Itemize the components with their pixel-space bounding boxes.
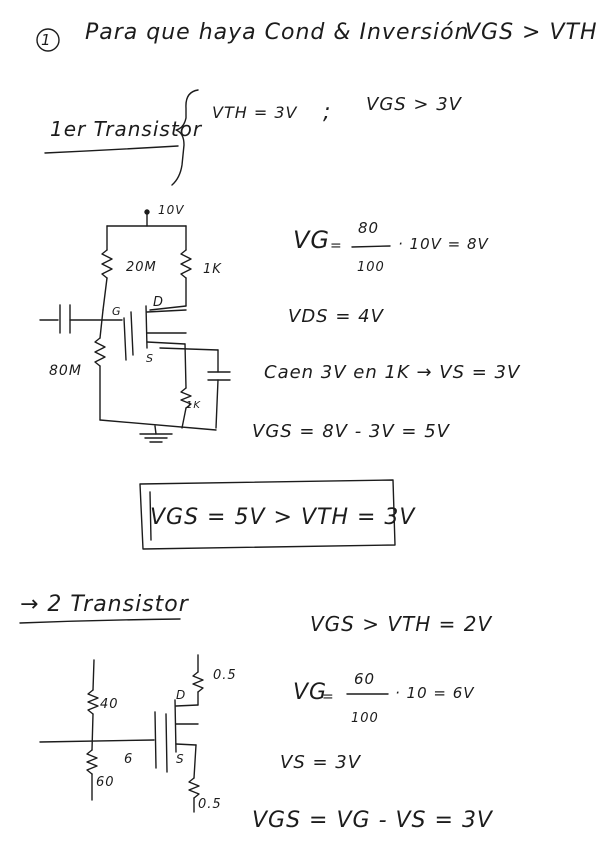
vg-result-1: · 10V = 8V xyxy=(398,235,489,253)
boxed-result: VGS = 5V > VTH = 3V xyxy=(150,505,416,530)
heading-underline-1 xyxy=(44,145,179,154)
voltage-drop-note: Caen 3V en 1K → VS = 3V xyxy=(264,362,521,383)
inversion-condition: VGS > VTH xyxy=(465,20,598,45)
drain-2-label: D xyxy=(176,688,187,702)
result-box-inner-line xyxy=(149,491,152,541)
vg-equals-1: = xyxy=(330,238,343,254)
result-box xyxy=(139,479,396,550)
transistor-1-heading: 1er Transistor xyxy=(50,117,203,141)
source-resistor-label: 1K xyxy=(186,400,201,411)
vgs-calculation-1: VGS = 8V - 3V = 5V xyxy=(252,421,450,442)
fraction-bar-1 xyxy=(351,245,391,248)
fraction-denominator-1: 100 xyxy=(357,260,385,275)
vg-label-1: VG xyxy=(293,226,331,254)
source-label: S xyxy=(146,352,154,365)
gate-2-label: 6 xyxy=(124,752,134,767)
heading-underline-2 xyxy=(19,618,181,624)
source-resistor-2-label: 0.5 xyxy=(198,797,222,812)
gate-bottom-resistor-label: 80M xyxy=(49,363,82,379)
vg-equals-2: = xyxy=(322,689,335,705)
fraction-numerator-2: 60 xyxy=(354,670,376,688)
section-number: 1 xyxy=(41,31,52,49)
fraction-denominator-2: 100 xyxy=(351,711,379,726)
vds-value: VDS = 4V xyxy=(288,306,384,327)
transistor-2-heading: → 2 Transistor xyxy=(20,592,189,617)
gate-top-resistor-2-label: 40 xyxy=(100,697,119,712)
page-title: Para que haya Cond & Inversión xyxy=(85,20,470,45)
vgs-calculation-2: VGS = VG - VS = 3V xyxy=(252,808,493,833)
fraction-numerator-1: 80 xyxy=(358,219,380,237)
circuit-1-diagram xyxy=(39,209,231,443)
curly-bracket xyxy=(171,89,199,186)
drain-resistor-label: 1K xyxy=(203,262,222,277)
section-number-circle xyxy=(36,28,60,52)
vs-value-2: VS = 3V xyxy=(280,752,362,773)
circuit-2-diagram xyxy=(39,654,204,813)
drain-resistor-2-label: 0.5 xyxy=(213,668,237,683)
vg-label-2: VG xyxy=(293,680,328,705)
vg-result-2: · 10 = 6V xyxy=(395,684,475,702)
gate-label: G xyxy=(112,305,122,318)
given-separator: ; xyxy=(323,100,332,125)
transistor-2-condition: VGS > VTH = 2V xyxy=(310,612,493,636)
given-vgs: VGS > 3V xyxy=(366,94,462,115)
source-2-label: S xyxy=(176,752,185,766)
given-vth: VTH = 3V xyxy=(212,103,298,122)
gate-bottom-resistor-2-label: 60 xyxy=(96,775,115,790)
drain-label: D xyxy=(153,295,165,310)
supply-voltage-label: 10V xyxy=(158,203,185,217)
gate-top-resistor-label: 20M xyxy=(126,260,157,275)
